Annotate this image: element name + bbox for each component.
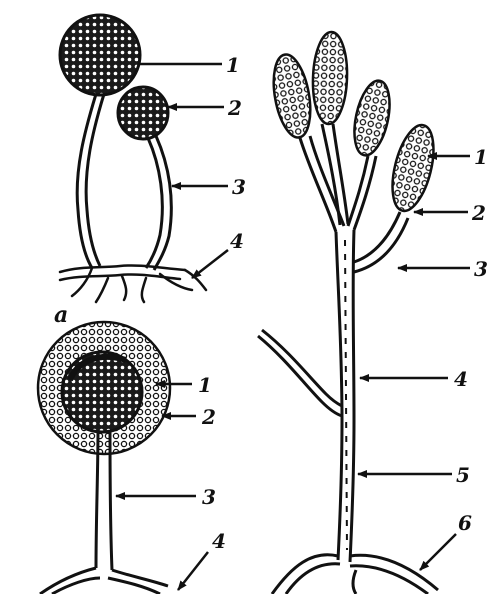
leader-b-6 — [420, 534, 456, 570]
label-b-6: 6 — [458, 511, 472, 535]
leader-c-4 — [178, 552, 208, 590]
label-b-1: 1 — [474, 145, 488, 169]
septa — [345, 240, 347, 550]
sporangiophore-short — [146, 136, 171, 270]
panel-a: 1 2 3 4 а — [54, 15, 246, 328]
panel-b: 1 2 3 4 5 6 — [258, 31, 488, 594]
leader-a-4 — [192, 250, 228, 278]
sporangium-small — [118, 87, 168, 139]
label-c-1: 1 — [198, 373, 212, 397]
conidial-chains — [268, 31, 441, 215]
panel-a-tag: а — [54, 302, 68, 328]
sporangiophore-tall — [77, 94, 104, 268]
label-b-3: 3 — [474, 257, 488, 281]
panel-c: 1 2 3 4 — [38, 322, 226, 594]
foot-cell — [40, 568, 168, 594]
side-hypha — [258, 330, 342, 416]
label-c-4: 4 — [212, 529, 226, 553]
substrate-mycelium — [272, 555, 438, 594]
sporangium-large — [60, 15, 140, 95]
label-b-5: 5 — [456, 463, 470, 487]
rhizoids-a — [60, 265, 206, 302]
label-b-4: 4 — [454, 367, 468, 391]
conidial-head — [38, 322, 170, 454]
label-c-2: 2 — [201, 405, 216, 429]
label-a-3: 3 — [232, 175, 246, 199]
label-b-2: 2 — [471, 201, 486, 225]
label-a-1: 1 — [226, 53, 240, 77]
label-a-4: 4 — [230, 229, 244, 253]
label-c-3: 3 — [202, 485, 216, 509]
label-a-2: 2 — [227, 96, 242, 120]
leader-lines-b — [358, 156, 470, 570]
